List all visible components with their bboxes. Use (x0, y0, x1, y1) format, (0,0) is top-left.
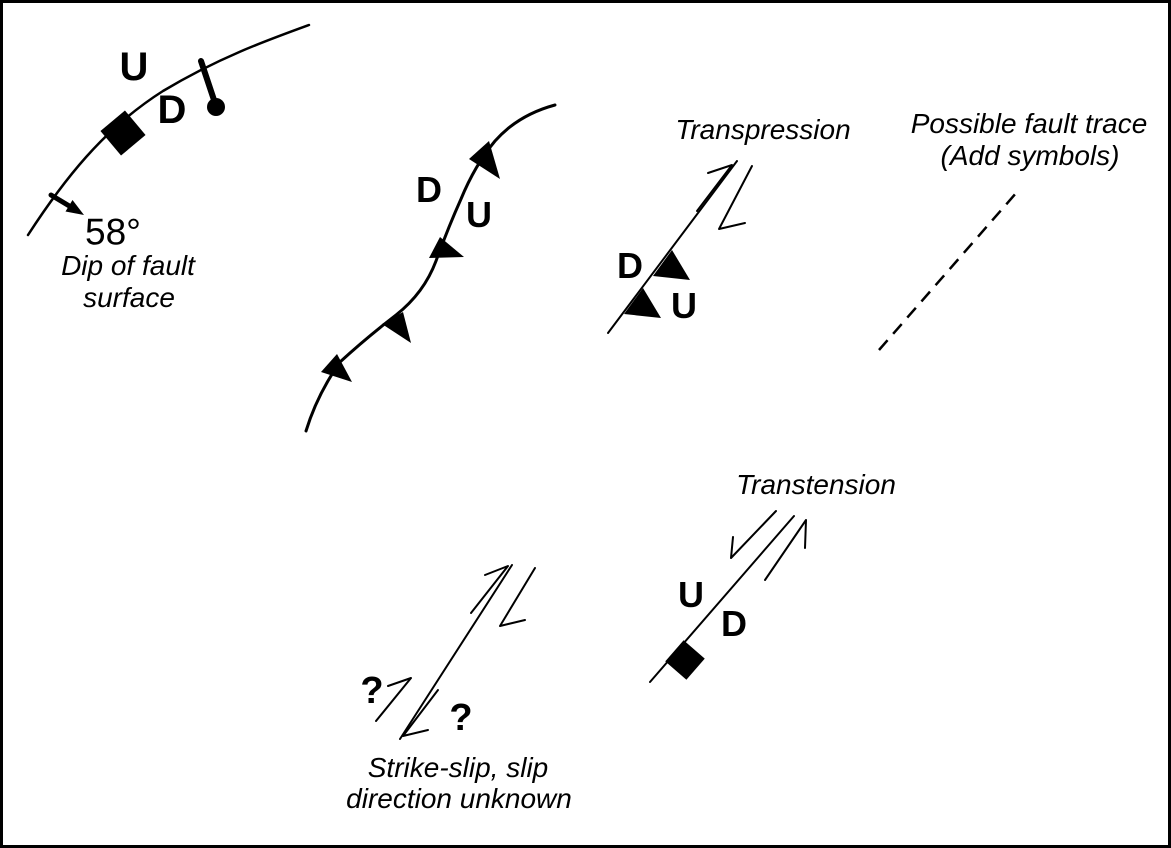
transtension-downthrown-label: D (721, 603, 747, 644)
thrust-tooth-icon (653, 250, 690, 280)
unknown-slip-question-right: ? (449, 697, 473, 739)
dip-fault-trace-line (26, 23, 311, 237)
possible-trace-title-line1: Possible fault trace (910, 108, 1148, 139)
thrust-tooth-icon (321, 354, 352, 382)
dip-downthrown-label: D (157, 88, 187, 132)
bar-and-ball-bar-icon (198, 58, 217, 103)
transtension-title: Transtension (736, 469, 896, 500)
strike-slip-half-arrow (718, 165, 753, 230)
dip-caption-line1: Dip of fault (61, 250, 195, 281)
strike-slip-half-arrow (730, 510, 777, 559)
thrust-upthrown-label: U (466, 194, 492, 235)
transpression-title: Transpression (675, 114, 851, 145)
strike-slip-half-arrow (375, 677, 412, 722)
strike-slip-half-arrow (402, 689, 439, 737)
unknown-slip-caption-line2: direction unknown (346, 783, 572, 814)
strike-slip-half-arrow (499, 567, 536, 627)
possible-fault-dashed-line (878, 191, 1018, 351)
thrust-tooth-icon (624, 288, 661, 318)
thrust-fault-trace-line (304, 103, 557, 433)
transtension-upthrown-label: U (678, 574, 704, 615)
transpression-fault-line (607, 160, 738, 334)
transpression-upthrown-label: U (671, 285, 697, 326)
possible-trace-title-line2: (Add symbols) (940, 140, 1120, 171)
strike-slip-half-arrow (470, 565, 509, 614)
dip-caption-line2: surface (83, 282, 175, 313)
downthrown-diamond-icon (665, 640, 705, 680)
thrust-tooth-icon (429, 237, 464, 258)
downthrown-diamond-icon (100, 110, 146, 156)
diagram-artwork (26, 23, 1018, 740)
unknown-slip-question-left: ? (360, 670, 384, 712)
transpression-downthrown-label: D (617, 245, 643, 286)
strike-slip-half-arrow (764, 519, 807, 581)
dip-angle-value: 58° (85, 211, 141, 253)
dip-arrow-head-icon (65, 200, 84, 215)
dip-upthrown-label: U (119, 45, 149, 89)
dip-arrow-shaft (48, 192, 74, 210)
thrust-downthrown-label: D (416, 169, 442, 210)
thrust-tooth-icon (382, 312, 411, 343)
unknown-slip-fault-line (399, 564, 513, 740)
bar-and-ball-ball-icon (207, 98, 225, 116)
thrust-tooth-icon (469, 141, 500, 179)
strike-slip-half-arrow (696, 164, 733, 212)
unknown-slip-caption-line1: Strike-slip, slip (367, 752, 549, 783)
